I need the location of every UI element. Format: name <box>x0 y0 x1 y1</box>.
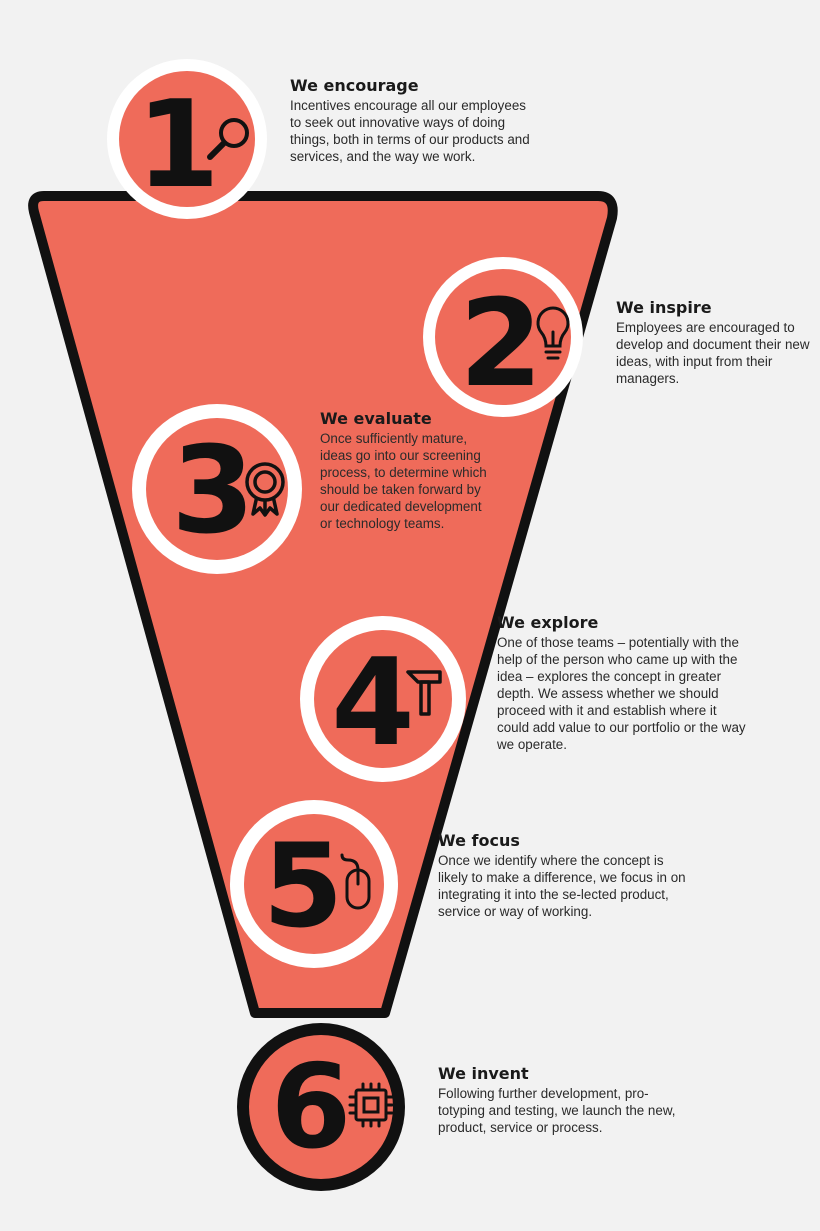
step-1-badge: 1 <box>107 59 267 219</box>
step-3-badge: 3 <box>132 404 302 574</box>
step-2-text: We inspire Employees are encouraged to d… <box>616 298 812 387</box>
step-1-title: We encourage <box>290 76 419 95</box>
step-6-title: We invent <box>438 1064 529 1083</box>
step-5-title: We focus <box>438 831 520 850</box>
step-2-number: 2 <box>459 275 543 414</box>
step-5-number: 5 <box>263 819 344 954</box>
step-6-body: Following further development, pro-totyp… <box>438 1086 676 1135</box>
step-4-badge: 4 <box>300 616 466 782</box>
step-5-text: We focus Once we identify where the conc… <box>438 831 688 920</box>
award-ribbon-icon <box>245 462 285 517</box>
step-6-text: We invent Following further development,… <box>438 1064 688 1136</box>
step-6-badge: 6 <box>237 1023 405 1191</box>
step-1-body: Incentives encourage all our employees t… <box>290 98 530 164</box>
microchip-icon <box>348 1082 394 1128</box>
step-3-text: We evaluate Once sufficiently mature, id… <box>320 409 492 532</box>
magnifier-icon <box>207 118 249 160</box>
step-6-number: 6 <box>271 1040 352 1175</box>
step-4-text: We explore One of those teams – potentia… <box>497 613 747 753</box>
step-2-title: We inspire <box>616 298 712 317</box>
hammer-icon <box>406 670 442 716</box>
step-5-body: Once we identify where the concept is li… <box>438 853 686 919</box>
step-1-number: 1 <box>136 76 220 215</box>
step-4-title: We explore <box>497 613 599 632</box>
step-2-body: Employees are encouraged to develop and … <box>616 320 810 386</box>
computer-mouse-icon <box>340 853 371 910</box>
step-5-badge: 5 <box>230 800 398 968</box>
step-4-body: One of those teams – potentially with th… <box>497 635 746 752</box>
step-2-badge: 2 <box>423 257 583 417</box>
step-3-number: 3 <box>171 422 255 561</box>
lightbulb-icon <box>536 306 570 360</box>
step-4-number: 4 <box>331 634 415 773</box>
step-3-title: We evaluate <box>320 409 432 428</box>
step-3-body: Once sufficiently mature, ideas go into … <box>320 431 487 531</box>
step-1-text: We encourage Incentives encourage all ou… <box>290 76 530 165</box>
